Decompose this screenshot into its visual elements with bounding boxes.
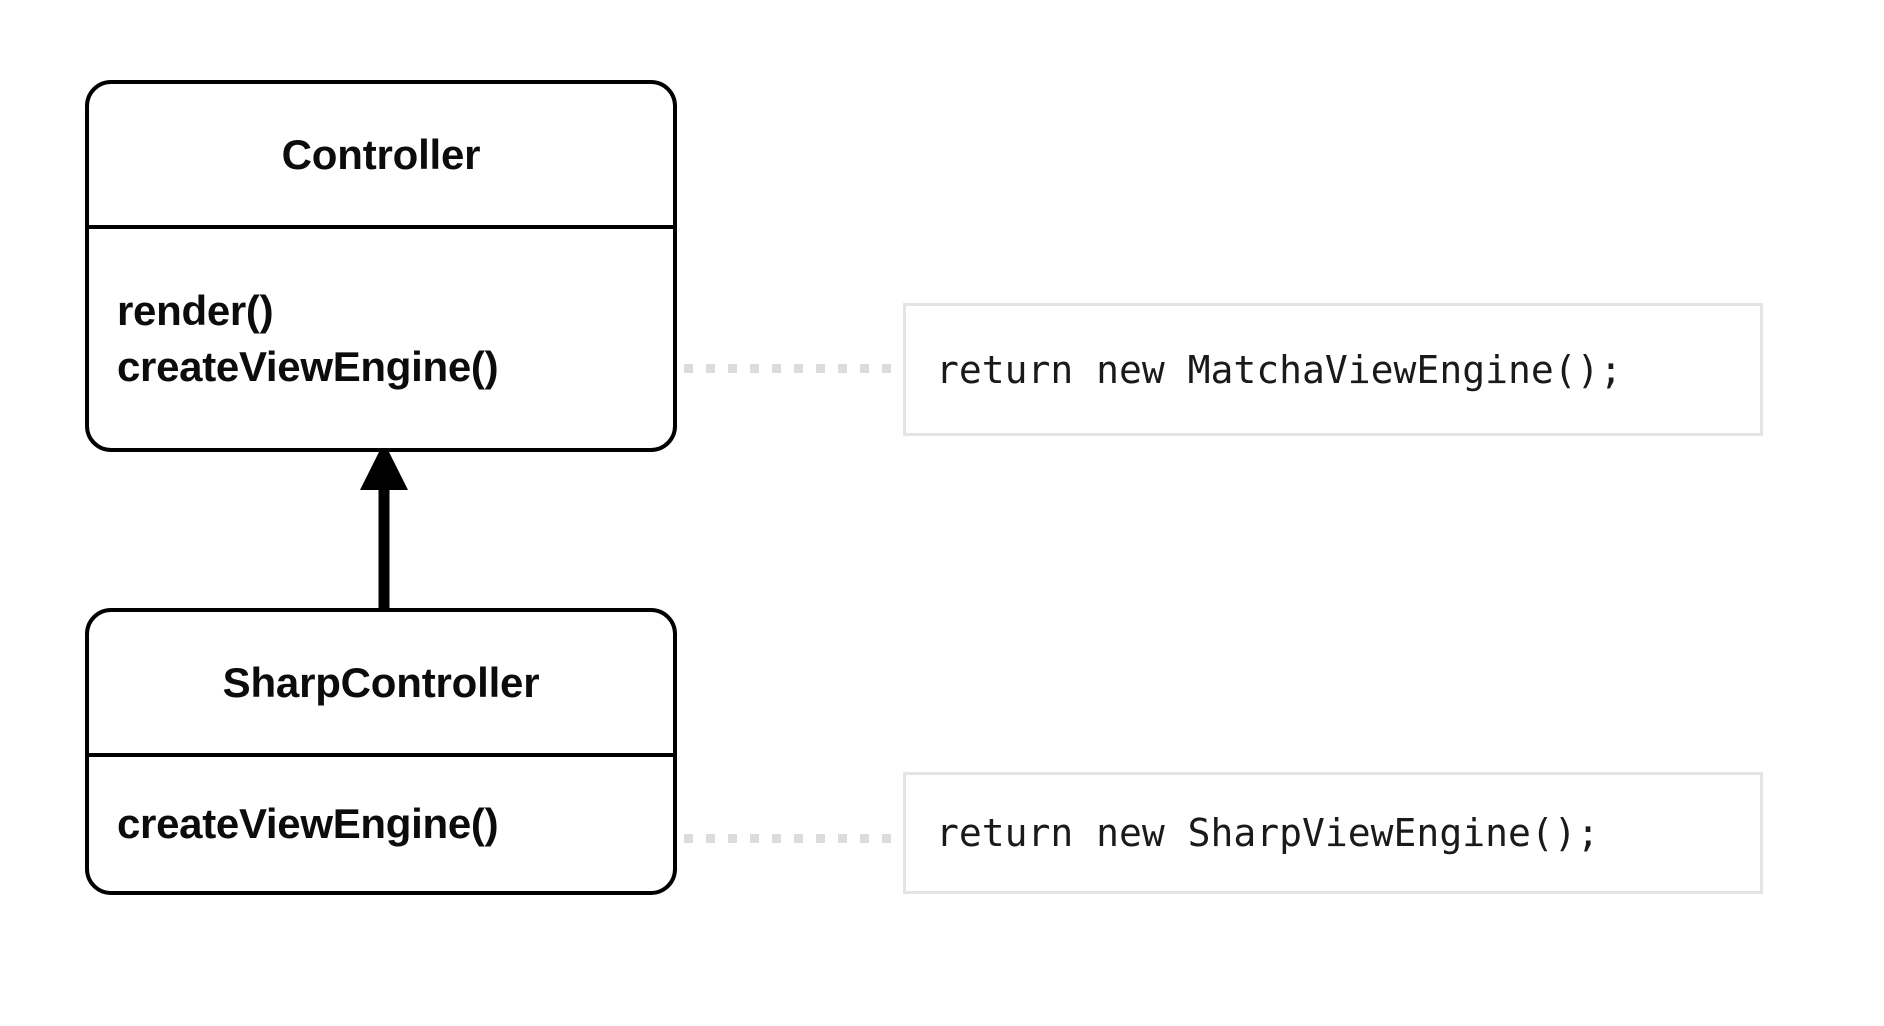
code-note-sharp[interactable]: return new SharpViewEngine();: [903, 772, 1763, 894]
uml-class-title-row: SharpController: [89, 612, 673, 757]
code-note-text: return new SharpViewEngine();: [936, 811, 1600, 855]
uml-class-name: SharpController: [222, 658, 540, 706]
leader-line-sharp: [530, 834, 910, 843]
arrowhead-filled-triangle-icon: [360, 442, 408, 490]
leader-line-matcha: [530, 364, 910, 373]
code-note-matcha[interactable]: return new MatchaViewEngine();: [903, 303, 1763, 436]
code-note-text: return new MatchaViewEngine();: [936, 347, 1623, 392]
uml-class-name: Controller: [281, 130, 481, 178]
uml-member-create-view-engine[interactable]: createViewEngine(): [117, 800, 499, 848]
generalization-arrow: [360, 442, 408, 620]
uml-class-sharpcontroller[interactable]: SharpController createViewEngine(): [85, 608, 677, 895]
uml-member-create-view-engine[interactable]: createViewEngine(): [117, 342, 499, 390]
uml-class-title-row: Controller: [89, 84, 673, 229]
uml-class-members: createViewEngine(): [89, 757, 673, 891]
uml-class-controller[interactable]: Controller render() createViewEngine(): [85, 80, 677, 452]
uml-class-members: render() createViewEngine(): [89, 229, 673, 448]
uml-member-render[interactable]: render(): [117, 287, 274, 335]
